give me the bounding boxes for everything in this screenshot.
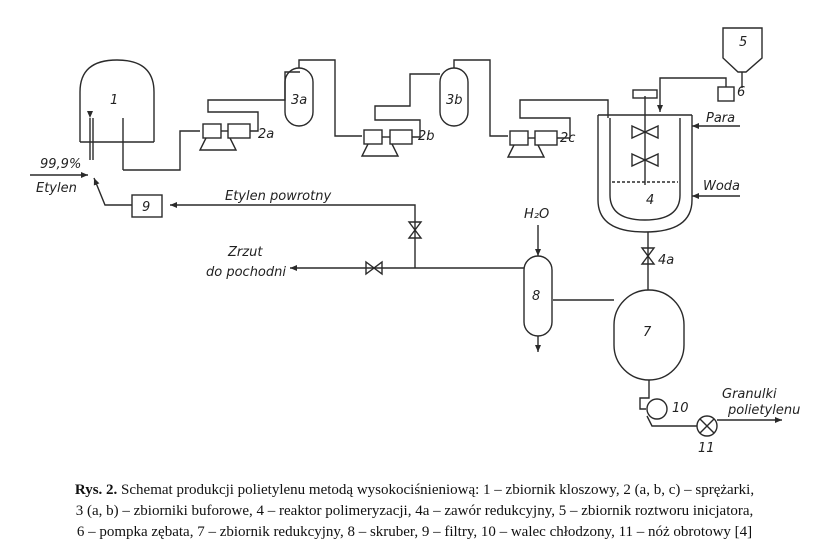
product-label-2: polietylenu	[727, 403, 800, 418]
line-9-to-tank1	[93, 177, 132, 206]
gear-pump-6-label: 6	[737, 85, 745, 100]
rotary-knife-11: 11	[696, 415, 718, 456]
vent-label-2: do pochodni	[206, 265, 286, 280]
line-2a-to-3a	[207, 71, 300, 132]
line-2b-to-3b	[374, 73, 440, 138]
reactor-4-label: 4	[646, 193, 654, 208]
vent-valve	[365, 260, 383, 276]
filter-9: 9	[131, 194, 163, 218]
bell-tank-1: 1	[79, 59, 155, 170]
line-3b-to-2c	[453, 59, 508, 137]
line-6-to-reactor	[657, 77, 727, 112]
line-2c-to-reactor	[519, 99, 609, 139]
tank-1-label: 1	[110, 93, 118, 108]
line-tank1-to-2a	[123, 130, 200, 171]
water-label: Woda	[703, 179, 740, 194]
recycle-line	[170, 202, 416, 268]
scrubber-8-label: 8	[532, 289, 540, 304]
rotary-knife-11-label: 11	[698, 441, 715, 456]
scrubber-8: 8	[523, 255, 553, 337]
line-7-to-10	[639, 380, 650, 410]
compressor-2c: 2c	[506, 130, 575, 158]
buffer-tank-3a: 3a	[284, 67, 314, 127]
line-3a-to-2b	[298, 59, 362, 137]
filter-9-label: 9	[142, 200, 150, 215]
caption-line-1: Rys. 2. Schemat produkcji polietylenu me…	[6, 480, 823, 501]
reducing-valve-4a: 4a	[640, 247, 674, 268]
valve-4a-label: 4a	[658, 253, 674, 268]
compressor-2a-label: 2a	[258, 127, 274, 142]
reducing-tank-7-label: 7	[643, 325, 652, 340]
recycle-label: Etylen powrotny	[225, 189, 331, 204]
buffer-tank-3b: 3b	[439, 67, 469, 127]
caption-text-1: Schemat produkcji polietylenu metodą wys…	[121, 482, 755, 498]
buffer-3a-label: 3a	[291, 93, 307, 108]
ethylene-label: Etylen	[36, 181, 77, 196]
cooled-roll-10: 10	[646, 398, 689, 420]
caption-prefix: Rys. 2.	[74, 482, 118, 498]
gear-pump-6: 6	[717, 85, 745, 102]
figure-caption: Rys. 2. Schemat produkcji polietylenu me…	[6, 480, 823, 543]
ethylene-purity-label: 99,9%	[40, 157, 81, 172]
product-label-1: Granulki	[722, 387, 777, 402]
compressor-2b-label: 2b	[418, 129, 435, 144]
water-in-label: H₂O	[524, 207, 549, 222]
caption-line-3: 6 – pompka zębata, 7 – zbiornik redukcyj…	[76, 524, 753, 540]
initiator-tank-5: 5	[722, 27, 763, 73]
caption-line-2: 3 (a, b) – zbiorniki buforowe, 4 – reakt…	[75, 503, 754, 519]
process-flow-diagram: 1 99,9% Etylen 2a 3a 2b 3b 2c	[30, 27, 800, 456]
initiator-tank-5-label: 5	[739, 35, 747, 50]
reactor-4: 4	[597, 89, 693, 233]
recycle-valve	[407, 221, 423, 239]
compressor-2a: 2a	[198, 123, 274, 151]
line-10-to-11	[646, 415, 697, 427]
vent-label-1: Zrzut	[227, 245, 263, 260]
compressor-2b: 2b	[360, 129, 435, 157]
reducing-tank-7: 7	[613, 289, 685, 381]
buffer-3b-label: 3b	[446, 93, 463, 108]
cooled-roll-10-label: 10	[672, 401, 689, 416]
steam-label: Para	[706, 111, 735, 126]
